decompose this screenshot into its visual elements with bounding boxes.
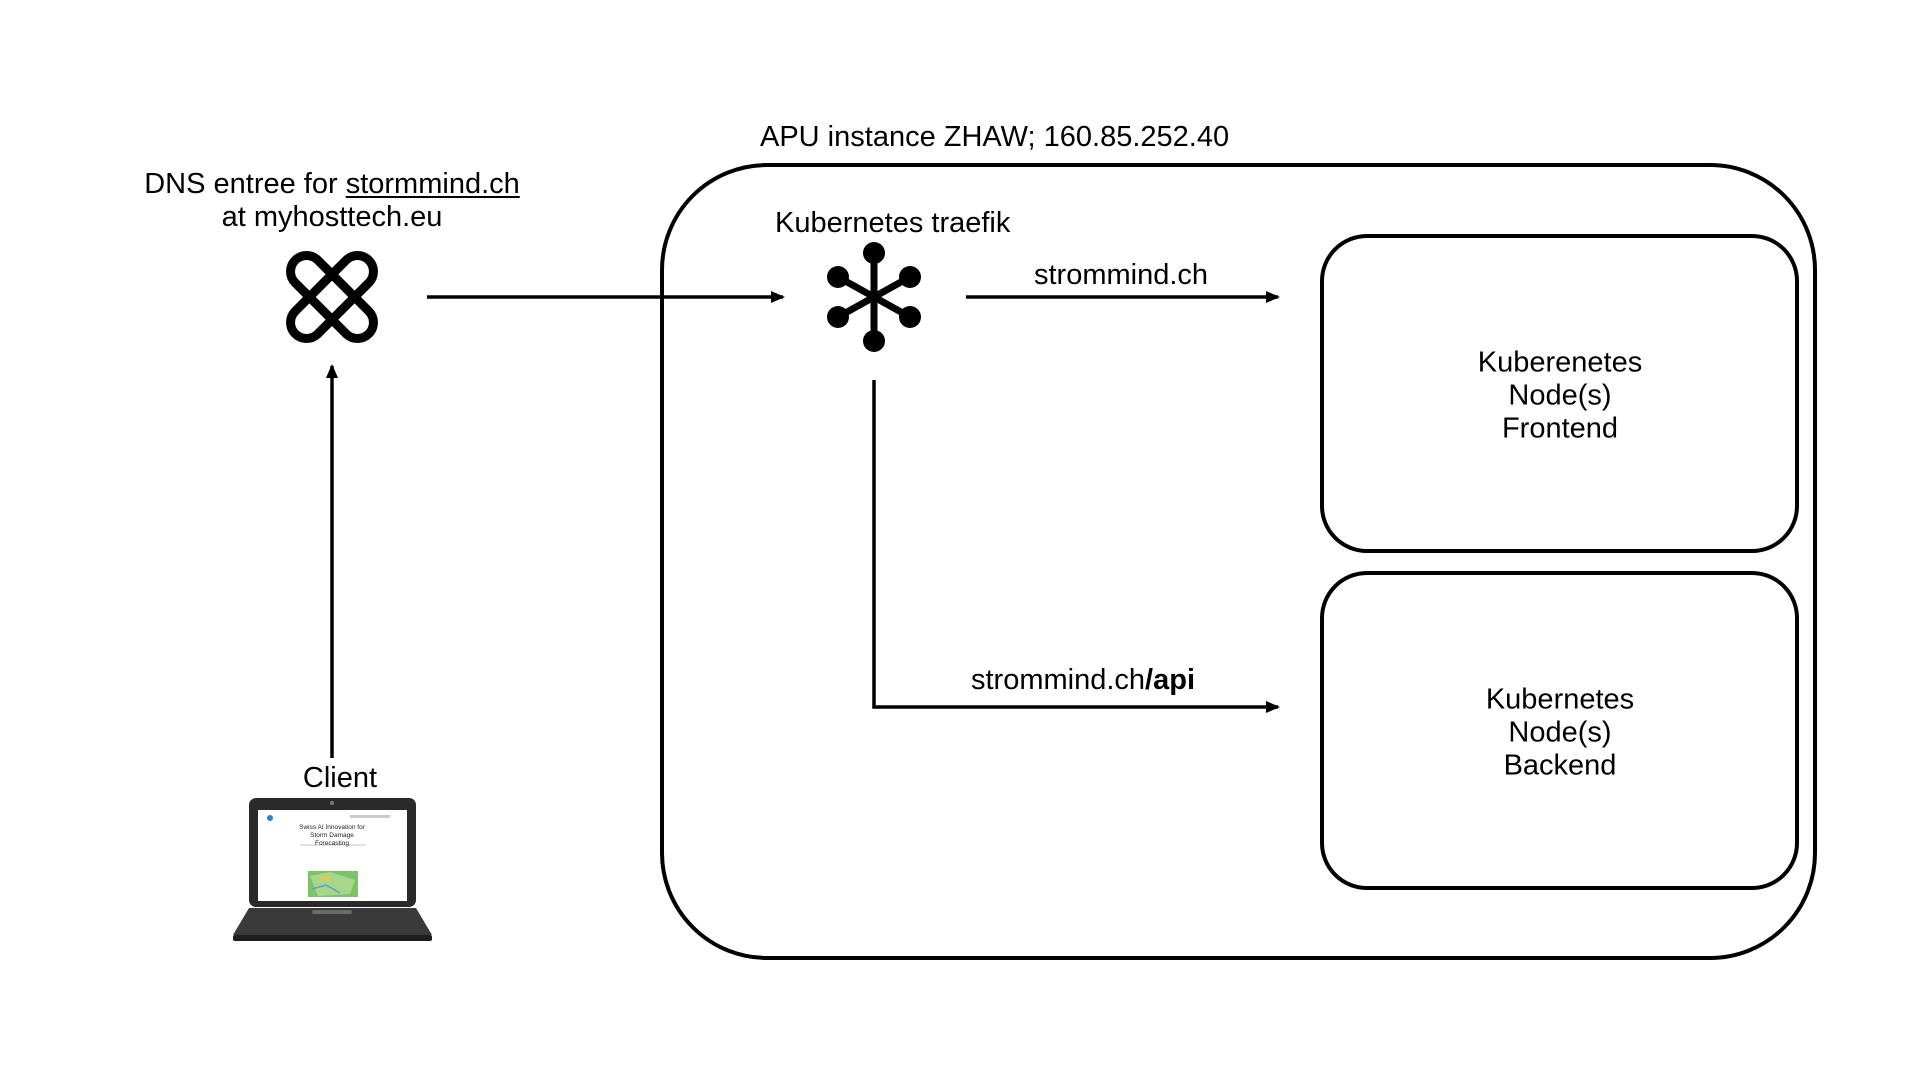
arrow-traefik-to-backend [872, 380, 1280, 713]
route-backend-prefix: strommind.ch [971, 664, 1146, 696]
dns-domain-link[interactable]: stormmind.ch [345, 168, 520, 200]
route-backend-label: strommind.ch/api [971, 664, 1195, 697]
backend-line-2: Node(s) [1508, 716, 1612, 749]
dns-label: DNS entree for stormmind.ch at myhosttec… [144, 168, 520, 234]
dns-label-prefix: DNS entree for [144, 168, 346, 200]
apu-instance-box [660, 163, 1817, 960]
traefik-label: Kubernetes traefik [775, 207, 1011, 239]
frontend-line-3: Frontend [1501, 412, 1619, 445]
frontend-line-1: Kuberenetes [1477, 346, 1643, 379]
apu-instance-title: APU instance ZHAW; 160.85.252.40 [760, 121, 1230, 153]
laptop-screen-title-3: Forecasting [315, 840, 349, 847]
backend-line-1: Kubernetes [1485, 683, 1635, 716]
backend-node-label: Kubernetes Node(s) Backend [1486, 684, 1634, 783]
dns-provider: at myhosttech.eu [221, 201, 443, 233]
laptop-screen-title-2: Storm Damage [310, 832, 354, 839]
frontend-node-label: Kuberenetes Node(s) Frontend [1478, 347, 1642, 446]
traefik-hub-icon [827, 242, 921, 352]
laptop-icon [233, 798, 432, 941]
frontend-line-2: Node(s) [1508, 379, 1612, 412]
route-frontend-label: strommind.ch [1034, 259, 1209, 291]
backend-node-box [1320, 571, 1799, 890]
frontend-node-box [1320, 234, 1799, 553]
client-label: Client [302, 762, 378, 794]
route-backend-suffix: /api [1145, 664, 1196, 696]
laptop-screen-title-1: Swiss AI Innovation for [299, 824, 366, 831]
dns-chain-icon [286, 251, 378, 343]
backend-line-3: Backend [1503, 749, 1617, 782]
